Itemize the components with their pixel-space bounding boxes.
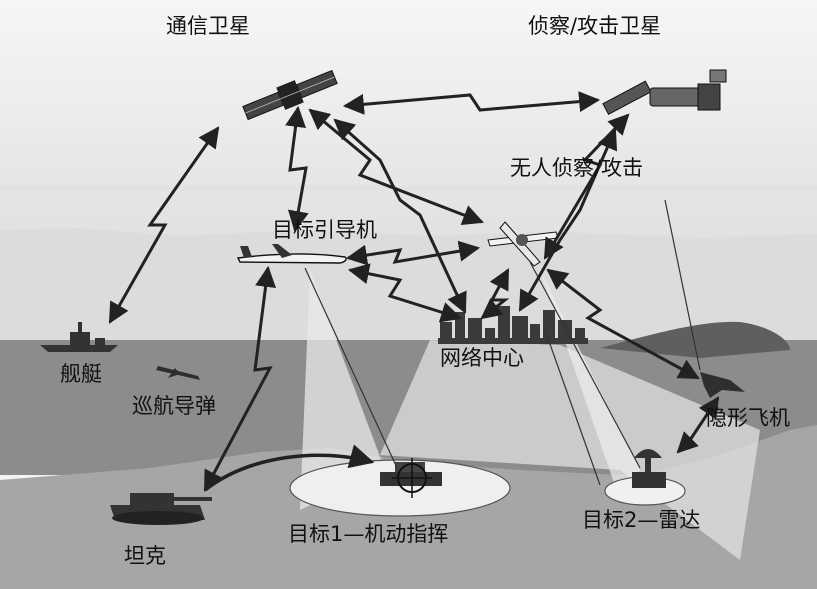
label-cruise-missile: 巡航导弹 bbox=[132, 394, 216, 418]
label-ship: 舰艇 bbox=[60, 362, 102, 386]
target1-vehicle-icon bbox=[380, 458, 442, 498]
label-network-center: 网络中心 bbox=[440, 346, 524, 370]
label-recon-strike-satellite: 侦察/攻击卫星 bbox=[528, 14, 662, 38]
recon-strike-satellite-icon bbox=[602, 69, 727, 116]
label-target2: 目标2—雷达 bbox=[582, 508, 701, 532]
link-guidance-tank bbox=[203, 265, 277, 492]
link-stealth-target2 bbox=[676, 396, 720, 454]
label-stealth-aircraft: 隐形飞机 bbox=[706, 406, 790, 430]
link-reconsat-network bbox=[518, 128, 618, 312]
ship-icon bbox=[40, 322, 118, 352]
label-target1: 目标1—机动指挥 bbox=[288, 522, 449, 546]
distant-haze bbox=[0, 228, 817, 340]
link-uav-stealth bbox=[546, 268, 700, 380]
label-comm-satellite: 通信卫星 bbox=[166, 14, 250, 38]
faded-text-band bbox=[0, 185, 817, 191]
communication-satellite-icon bbox=[242, 69, 338, 121]
tank-icon bbox=[110, 493, 212, 525]
link-commsat-ship bbox=[108, 126, 220, 324]
link-uav-network bbox=[480, 268, 510, 320]
sensor-beam-network bbox=[380, 340, 760, 560]
label-tank: 坦克 bbox=[124, 544, 166, 568]
label-target-guidance-aircraft: 目标引导机 bbox=[272, 218, 377, 242]
link-guidance-network bbox=[347, 263, 463, 323]
cruise-missile-icon bbox=[156, 366, 200, 380]
label-uav: 无人侦察/攻击 bbox=[510, 156, 644, 180]
link-commsat-guidance bbox=[285, 105, 309, 233]
target1-zone bbox=[289, 459, 511, 517]
tank-fire-arrow bbox=[203, 444, 375, 492]
link-guidance-uav bbox=[345, 240, 481, 266]
stealth-aircraft-icon bbox=[700, 372, 745, 398]
comm-links bbox=[108, 91, 720, 492]
target2-radar-icon bbox=[632, 449, 666, 488]
link-commsat-reconsat bbox=[342, 91, 601, 115]
